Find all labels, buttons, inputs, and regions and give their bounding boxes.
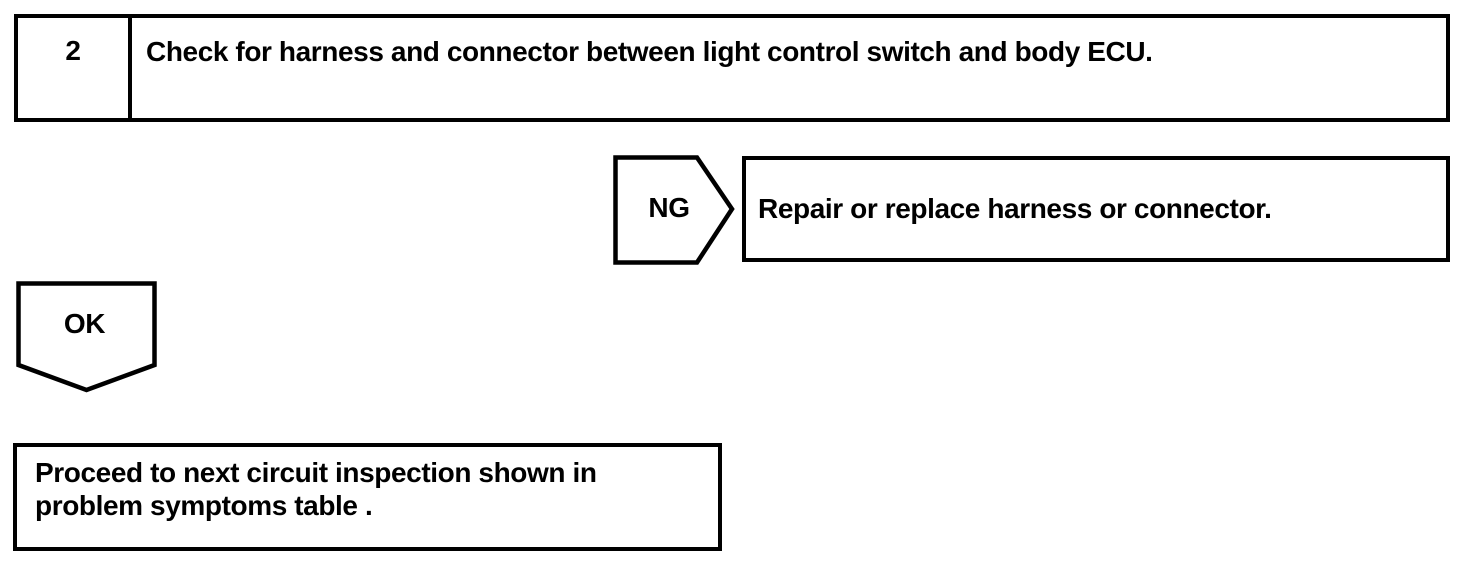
ok-result-box: Proceed to next circuit inspection shown… <box>13 443 722 551</box>
ok-pentagon-icon <box>16 281 157 393</box>
ng-pentagon-icon <box>613 155 735 265</box>
step-number: 2 <box>65 35 81 66</box>
ok-result-text-line2: problem symptoms table . <box>35 490 373 521</box>
step-header-box: 2 Check for harness and connector betwee… <box>14 14 1450 122</box>
ng-result-box: Repair or replace harness or connector. <box>742 156 1450 262</box>
ng-label: NG <box>648 191 690 223</box>
step-number-cell: 2 <box>18 18 132 118</box>
ng-result-text: Repair or replace harness or connector. <box>758 193 1272 224</box>
ok-result-text-line1: Proceed to next circuit inspection shown… <box>35 457 597 488</box>
ok-label: OK <box>63 308 106 339</box>
step-instruction: Check for harness and connector between … <box>146 36 1153 67</box>
